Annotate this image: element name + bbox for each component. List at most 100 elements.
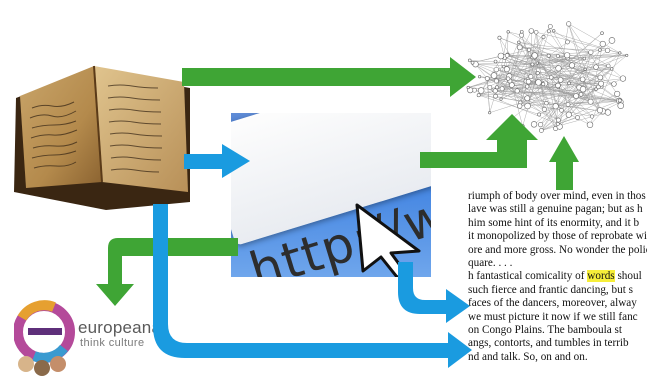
network-edge <box>600 55 627 78</box>
document-line: h fantastical comicality of <box>468 270 588 283</box>
network-edge <box>478 95 603 112</box>
network-node <box>625 53 629 57</box>
arrow-book-to-browser <box>184 144 250 178</box>
network-edge <box>500 55 609 67</box>
network-node <box>555 65 562 72</box>
network-edge <box>568 50 608 84</box>
document-line: we must picture it now if we still fanc <box>468 310 638 323</box>
document-line: him some hint of its enormity, and it b <box>468 216 640 229</box>
document-line: riumph of body over mind, even in thos <box>468 190 646 202</box>
document-text-scan: riumph of body over mind, even in thos l… <box>468 190 647 368</box>
network-edge <box>468 78 509 88</box>
network-node <box>617 98 622 103</box>
network-edge <box>475 55 627 65</box>
europeana-logo-icon <box>14 300 75 376</box>
network-edge <box>487 78 569 105</box>
network-node <box>589 114 595 119</box>
document-line: nd and talk. So, on and on. <box>468 350 588 363</box>
network-node <box>569 62 576 69</box>
network-edge <box>589 52 621 125</box>
network-node <box>535 71 540 76</box>
network-edge <box>551 77 580 88</box>
network-node <box>506 76 511 81</box>
network-edge <box>534 56 591 125</box>
network-edge <box>487 78 490 113</box>
network-edge <box>568 23 591 102</box>
network-edge <box>582 79 601 111</box>
network-node <box>466 85 470 90</box>
network-node <box>493 78 499 84</box>
network-edge <box>489 55 508 113</box>
network-graph-image <box>466 21 629 133</box>
network-node <box>549 75 554 80</box>
network-node <box>530 62 535 67</box>
arrow-book-to-network <box>182 57 476 97</box>
network-node <box>470 60 475 65</box>
network-node <box>490 72 498 79</box>
network-edge <box>591 101 622 117</box>
network-node <box>484 76 490 81</box>
document-line: on Congo Plains. The bamboula st <box>468 324 622 337</box>
network-node <box>526 47 532 52</box>
network-edge <box>558 83 602 121</box>
network-edge <box>541 69 586 131</box>
network-edge <box>495 41 568 97</box>
network-node <box>504 53 510 58</box>
document-line: quare. . . . <box>468 257 513 270</box>
network-node <box>499 97 503 101</box>
network-node <box>611 81 617 87</box>
network-node <box>547 24 553 29</box>
network-node <box>535 79 542 86</box>
network-edge <box>541 112 609 131</box>
browser-url-image: http://ww <box>231 113 431 277</box>
network-edge <box>541 100 620 131</box>
network-node <box>619 75 627 82</box>
network-node <box>525 84 530 89</box>
network-node <box>598 80 605 87</box>
network-node <box>579 76 586 83</box>
network-node <box>555 117 561 123</box>
network-node <box>502 64 506 69</box>
network-edge <box>545 83 591 102</box>
document-line: it monopolized by those of reprobate wi <box>468 230 647 243</box>
network-edge <box>478 76 531 96</box>
network-node <box>538 122 544 128</box>
network-edge <box>518 42 591 53</box>
network-node <box>564 52 571 59</box>
network-edge <box>519 47 608 51</box>
document-line: faces of the dancers, moreover, alway <box>468 297 637 310</box>
network-edge <box>561 110 593 117</box>
network-node <box>477 87 485 94</box>
network-node <box>604 47 611 54</box>
network-node <box>528 28 535 34</box>
network-node <box>596 107 604 114</box>
network-node <box>600 31 604 35</box>
network-edge <box>507 54 622 103</box>
network-edge <box>590 43 603 102</box>
network-edge <box>496 69 498 88</box>
network-node <box>573 93 579 99</box>
network-edge <box>548 31 604 112</box>
network-node <box>519 29 524 34</box>
network-node <box>582 56 587 61</box>
network-edge <box>507 54 533 58</box>
arrow-book-to-document <box>153 204 472 368</box>
network-edge <box>502 56 583 80</box>
network-node <box>478 75 482 79</box>
network-node <box>535 61 539 65</box>
network-edge <box>537 62 601 78</box>
network-node <box>586 121 594 128</box>
network-node <box>468 58 472 63</box>
network-edge <box>503 52 620 67</box>
network-edge <box>502 52 591 58</box>
europeana-tagline: think culture <box>80 337 145 349</box>
network-edge <box>507 30 532 79</box>
network-edge <box>506 31 509 56</box>
network-node <box>506 30 510 34</box>
network-edge <box>527 52 620 99</box>
network-node <box>609 67 614 71</box>
network-node <box>579 86 587 93</box>
network-node <box>493 93 498 99</box>
network-node <box>488 111 492 115</box>
network-edge <box>528 49 538 74</box>
